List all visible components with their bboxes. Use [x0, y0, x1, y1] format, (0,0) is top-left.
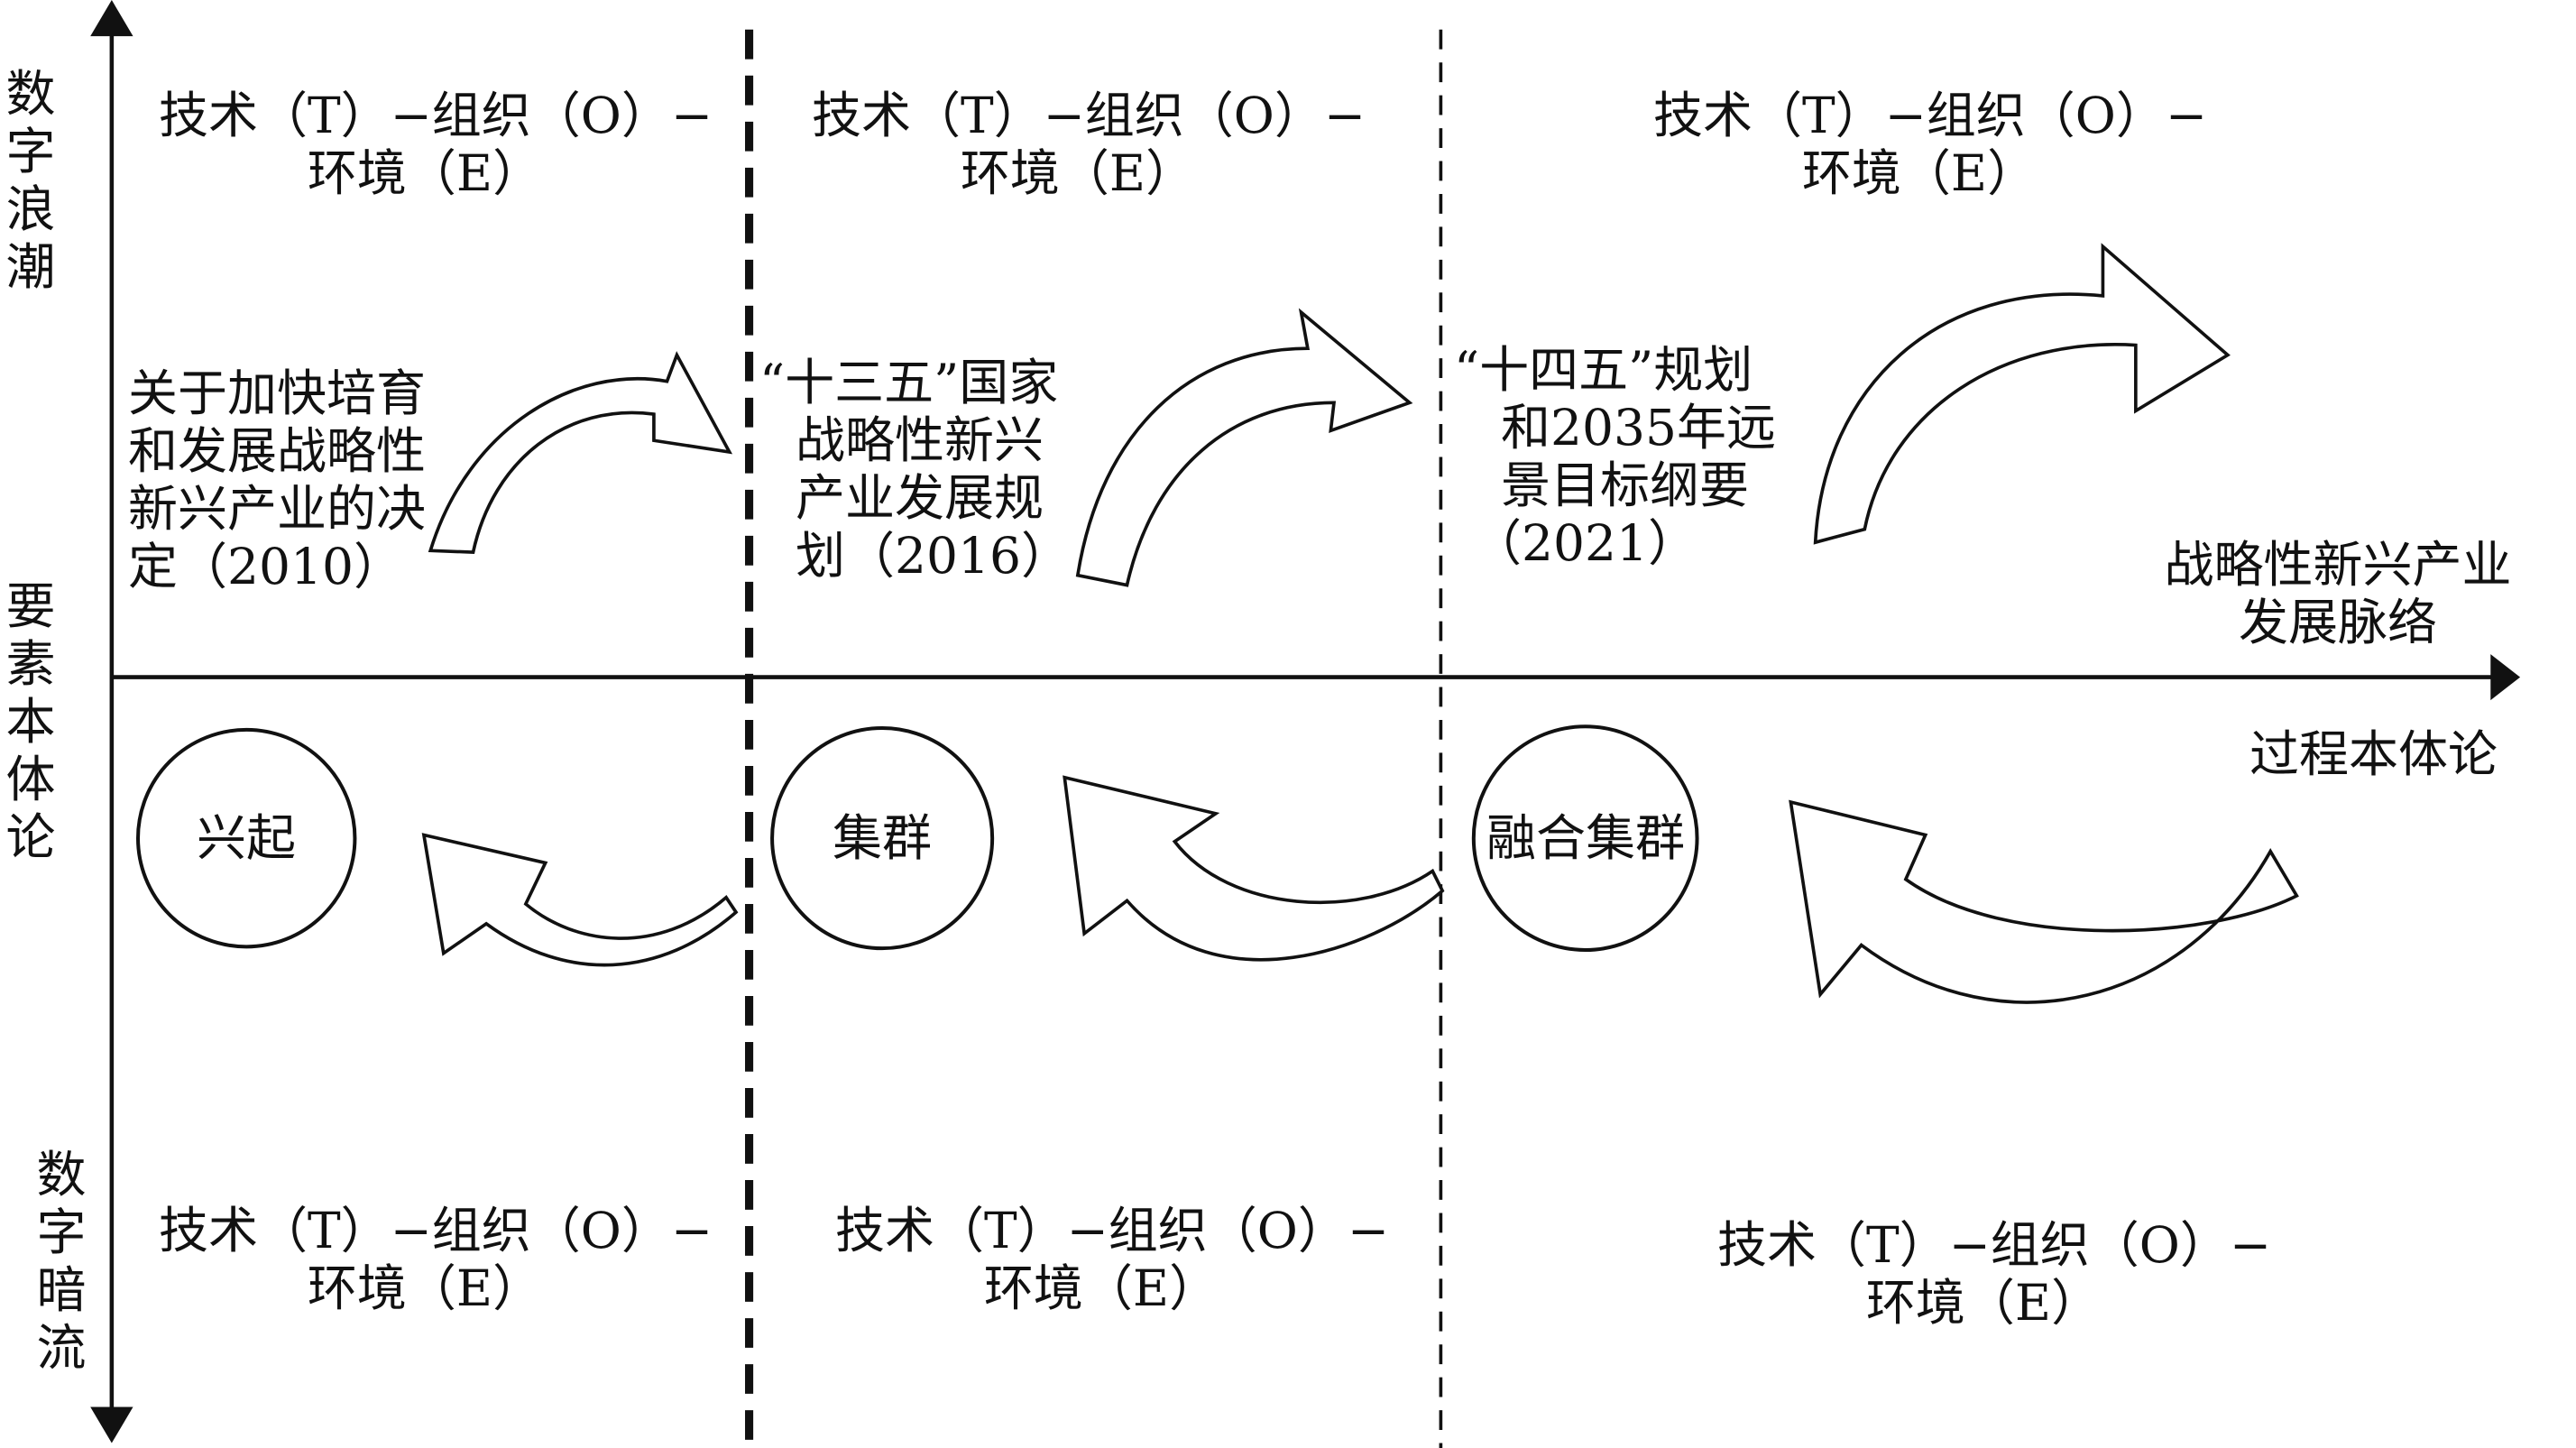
toe-label-bottom-stage3: 技术（T）−组织（O）− 环境（E）: [1717, 1216, 2271, 1332]
toe-label-bottom-stage2: 技术（T）−组织（O）− 环境（E）: [835, 1202, 1389, 1317]
horizontal-axis-arrowhead: [2490, 654, 2521, 701]
policy-line4: 划（2016）: [796, 527, 1071, 585]
toe-label-line1: 技术（T）−组织（O）−: [812, 87, 1366, 144]
policy-line1: 关于加快培育: [128, 364, 427, 422]
toe-label-line2: 环境（E）: [1865, 1274, 2102, 1332]
toe-label-line1: 技术（T）−组织（O）−: [159, 87, 713, 144]
toe-label-bottom-stage1: 技术（T）−组织（O）− 环境（E）: [159, 1202, 713, 1317]
stage-circle-1-label: 兴起: [196, 809, 296, 867]
toe-label-line1: 技术（T）−组织（O）−: [1717, 1216, 2271, 1274]
policy-line3: 新兴产业的决: [128, 480, 427, 538]
toe-label-top-stage2: 技术（T）−组织（O）− 环境（E）: [812, 87, 1366, 202]
toe-label-line1: 技术（T）−组织（O）−: [1653, 87, 2207, 144]
toe-label-line2: 环境（E）: [307, 144, 543, 202]
policy-text-stage2: “十三五”国家 战略性新兴 产业发展规 划（2016）: [759, 354, 1071, 585]
policy-line2: 和发展战略性: [128, 422, 427, 480]
y-axis-bottom-label: 数字暗流: [36, 1146, 87, 1377]
policy-line1: “十三五”国家: [759, 354, 1059, 411]
x-axis-upper-line1: 战略性新兴产业: [2164, 536, 2512, 594]
stage-circle-2-label: 集群: [832, 809, 932, 867]
vertical-axis-top-arrowhead: [90, 0, 133, 37]
policy-line2: 战略性新兴: [796, 411, 1044, 469]
stage-circle-1: [135, 727, 357, 949]
y-axis-top-label: 数字浪潮: [5, 65, 56, 296]
policy-line4: 定（2010）: [128, 538, 403, 595]
x-axis-upper-label: 战略性新兴产业 发展脉络: [2130, 536, 2545, 651]
toe-label-line1: 技术（T）−组织（O）−: [159, 1202, 713, 1259]
toe-label-top-stage3: 技术（T）−组织（O）− 环境（E）: [1653, 87, 2207, 202]
policy-line3: 景目标纲要: [1501, 457, 1750, 514]
curved-arrow-left-stage3: [1789, 799, 2299, 1004]
y-axis-middle-label: 要素本体论: [5, 577, 56, 866]
toe-label-line2: 环境（E）: [1801, 144, 2038, 202]
curved-arrow-up-stage3: [1813, 243, 2231, 545]
curved-arrow-up-stage2: [1075, 308, 1413, 587]
vertical-axis-bottom-arrowhead: [90, 1406, 133, 1443]
toe-label-line1: 技术（T）−组织（O）−: [835, 1202, 1389, 1259]
curved-arrow-left-stage2: [1063, 775, 1445, 962]
toe-label-line2: 环境（E）: [307, 1259, 543, 1317]
toe-label-line2: 环境（E）: [983, 1259, 1219, 1317]
policy-line2: 和2035年远: [1501, 399, 1776, 457]
policy-line1: “十四五”规划: [1454, 341, 1753, 399]
policy-text-stage1: 关于加快培育 和发展战略性 新兴产业的决 定（2010）: [128, 364, 426, 595]
curved-arrow-up-stage1: [428, 351, 733, 555]
stage-circle-2: [770, 726, 995, 951]
toe-label-line2: 环境（E）: [960, 144, 1196, 202]
x-axis-upper-line2: 发展脉络: [2238, 594, 2437, 651]
policy-line3: 产业发展规: [796, 469, 1044, 527]
x-axis-lower-label: 过程本体论: [2249, 725, 2498, 783]
policy-text-stage3: “十四五”规划 和2035年远 景目标纲要 （2021）: [1454, 341, 1776, 572]
toe-label-top-stage1: 技术（T）−组织（O）− 环境（E）: [159, 87, 713, 202]
stage-circle-3-label: 融合集群: [1486, 809, 1685, 867]
curved-arrow-left-stage1: [421, 833, 739, 967]
stage-circle-3: [1471, 724, 1699, 953]
policy-line4: （2021）: [1472, 514, 1697, 572]
